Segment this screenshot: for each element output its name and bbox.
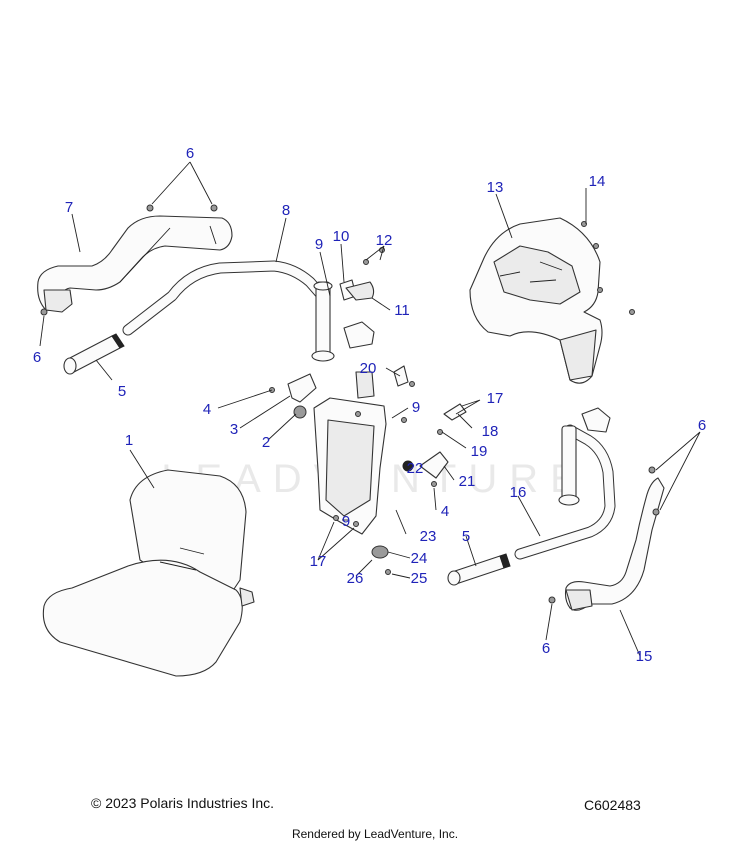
callout-6-left: 6 — [33, 349, 41, 366]
callout-4-right: 4 — [441, 503, 449, 520]
callout-6-bottom: 6 — [542, 640, 550, 657]
callout-11: 11 — [394, 302, 410, 319]
part-5-right-sleeve — [447, 553, 511, 586]
copyright-text: © 2023 Polaris Industries Inc. — [91, 795, 275, 811]
callout-17-low: 17 — [310, 553, 327, 570]
callout-2: 2 — [262, 434, 270, 451]
callout-9-mid: 9 — [412, 399, 420, 416]
callout-24: 24 — [411, 550, 428, 567]
callout-1: 1 — [125, 432, 133, 449]
callout-18: 18 — [482, 423, 499, 440]
callout-8: 8 — [282, 202, 290, 219]
part-15-grab-handle — [564, 477, 665, 611]
callout-20: 20 — [360, 360, 377, 377]
part-13-console — [469, 217, 635, 384]
part-16-right-tube — [514, 407, 616, 560]
callout-6-right: 6 — [698, 417, 706, 434]
callout-9-low: 9 — [342, 513, 350, 530]
callout-6-top: 6 — [186, 145, 194, 162]
screws — [40, 204, 660, 604]
part-5-left-sleeve — [63, 333, 125, 375]
callout-15: 15 — [636, 648, 653, 665]
callout-3: 3 — [230, 421, 238, 438]
callout-5-right: 5 — [462, 528, 470, 545]
callout-25: 25 — [411, 570, 428, 587]
part-23-seat-frame — [313, 371, 414, 535]
callouts: 6 7 8 9 10 12 11 13 14 6 5 20 4 3 2 9 17… — [33, 145, 706, 665]
callout-5-left: 5 — [118, 383, 126, 400]
callout-21: 21 — [459, 473, 476, 490]
callout-4-left: 4 — [203, 401, 211, 418]
part-10-11-12-brackets — [339, 247, 385, 349]
callout-16: 16 — [510, 484, 527, 501]
callout-23: 23 — [420, 528, 437, 545]
callout-14: 14 — [589, 173, 606, 190]
rendered-by-text: Rendered by LeadVenture, Inc. — [291, 827, 459, 841]
part-7-grab-handle — [37, 215, 233, 313]
callout-22: 22 — [407, 460, 424, 477]
callout-9-top: 9 — [315, 236, 323, 253]
callout-10: 10 — [333, 228, 350, 245]
leader-lines — [39, 161, 701, 657]
callout-12: 12 — [376, 232, 393, 249]
hardware-bolts — [269, 365, 467, 575]
part-1-seat — [42, 469, 255, 677]
figure-id: C602483 — [584, 797, 641, 813]
callout-19: 19 — [471, 443, 488, 460]
callout-13: 13 — [487, 179, 504, 196]
callout-26: 26 — [347, 570, 364, 587]
callout-17-right: 17 — [487, 390, 504, 407]
callout-7: 7 — [65, 199, 73, 216]
part-8-left-tube — [122, 260, 335, 362]
